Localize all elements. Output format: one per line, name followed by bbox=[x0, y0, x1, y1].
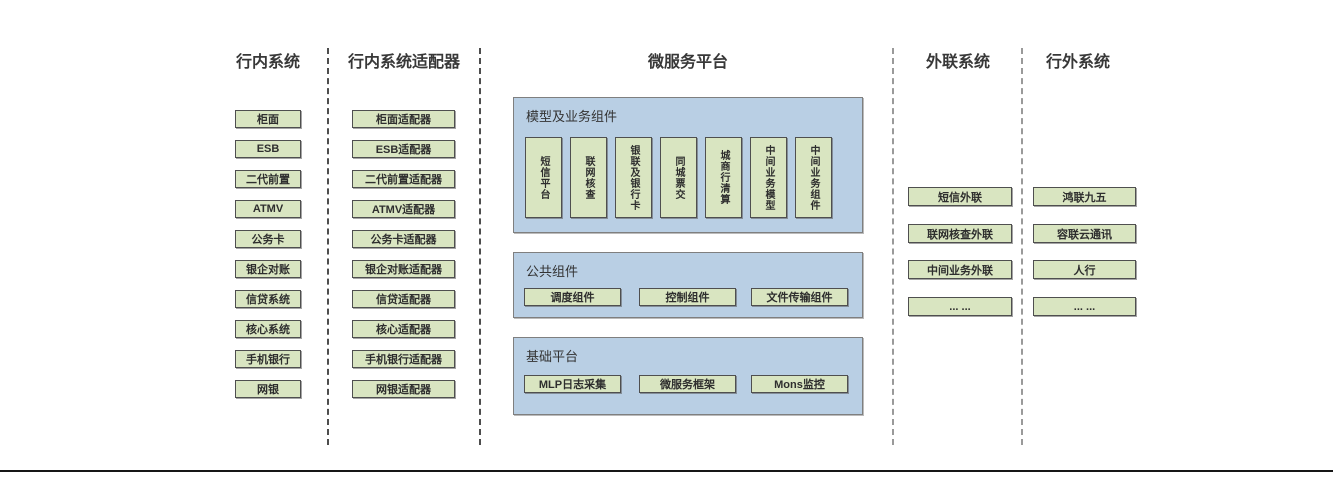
node-common-component: 文件传输组件 bbox=[751, 288, 848, 306]
panel-base-platform: 基础平台 MLP日志采集 微服务框架 Mons监控 bbox=[513, 337, 863, 415]
separator-line-3 bbox=[892, 48, 894, 445]
node-internal-system: 手机银行 bbox=[235, 350, 301, 368]
node-external-link: 中间业务外联 bbox=[908, 260, 1012, 279]
node-internal-system: 核心系统 bbox=[235, 320, 301, 338]
node-outside-system: ... ... bbox=[1033, 297, 1136, 316]
panel-title: 公共组件 bbox=[526, 264, 579, 279]
panel-title: 基础平台 bbox=[526, 349, 579, 364]
node-internal-system: 柜面 bbox=[235, 110, 301, 128]
node-external-link: 短信外联 bbox=[908, 187, 1012, 206]
node-internal-system: ESB bbox=[235, 140, 301, 158]
node-adapter: ESB适配器 bbox=[352, 140, 455, 158]
node-outside-system: 鸿联九五 bbox=[1033, 187, 1136, 206]
node-adapter: 信贷适配器 bbox=[352, 290, 455, 308]
panel-model-business-components: 模型及业务组件 短信平台 联网核查 银联及银行卡 同城票交 城商行清算 中间业务… bbox=[513, 97, 863, 233]
separator-line-2 bbox=[479, 48, 481, 445]
column-title-microservice-platform: 微服务平台 bbox=[647, 54, 728, 71]
column-title-outside-systems: 行外系统 bbox=[1045, 54, 1110, 71]
panel-title: 模型及业务组件 bbox=[526, 109, 618, 124]
node-adapter: 银企对账适配器 bbox=[352, 260, 455, 278]
node-internal-system: 公务卡 bbox=[235, 230, 301, 248]
node-model-component: 短信平台 bbox=[525, 137, 562, 218]
column-title-external-link-systems: 外联系统 bbox=[925, 54, 990, 71]
column-title-internal-adapters: 行内系统适配器 bbox=[347, 54, 460, 71]
node-internal-system: 网银 bbox=[235, 380, 301, 398]
node-common-component: 控制组件 bbox=[639, 288, 736, 306]
node-internal-system: 银企对账 bbox=[235, 260, 301, 278]
node-base-component: 微服务框架 bbox=[639, 375, 736, 393]
node-internal-system: ATMV bbox=[235, 200, 301, 218]
node-adapter: 网银适配器 bbox=[352, 380, 455, 398]
node-adapter: 手机银行适配器 bbox=[352, 350, 455, 368]
node-base-component: MLP日志采集 bbox=[524, 375, 621, 393]
node-model-component: 联网核查 bbox=[570, 137, 607, 218]
node-external-link: ... ... bbox=[908, 297, 1012, 316]
node-model-component: 银联及银行卡 bbox=[615, 137, 652, 218]
node-adapter: ATMV适配器 bbox=[352, 200, 455, 218]
separator-line-4 bbox=[1021, 48, 1023, 445]
node-external-link: 联网核查外联 bbox=[908, 224, 1012, 243]
node-outside-system: 容联云通讯 bbox=[1033, 224, 1136, 243]
node-model-component: 中间业务组件 bbox=[795, 137, 832, 218]
node-model-component: 城商行清算 bbox=[705, 137, 742, 218]
node-common-component: 调度组件 bbox=[524, 288, 621, 306]
node-base-component: Mons监控 bbox=[751, 375, 848, 393]
node-model-component: 中间业务模型 bbox=[750, 137, 787, 218]
node-adapter: 公务卡适配器 bbox=[352, 230, 455, 248]
node-outside-system: 人行 bbox=[1033, 260, 1136, 279]
bottom-rule bbox=[0, 470, 1333, 472]
node-adapter: 二代前置适配器 bbox=[352, 170, 455, 188]
separator-line-1 bbox=[327, 48, 329, 445]
column-title-internal-systems: 行内系统 bbox=[235, 54, 300, 71]
node-internal-system: 二代前置 bbox=[235, 170, 301, 188]
node-adapter: 柜面适配器 bbox=[352, 110, 455, 128]
node-adapter: 核心适配器 bbox=[352, 320, 455, 338]
node-internal-system: 信贷系统 bbox=[235, 290, 301, 308]
panel-common-components: 公共组件 调度组件 控制组件 文件传输组件 bbox=[513, 252, 863, 318]
node-model-component: 同城票交 bbox=[660, 137, 697, 218]
